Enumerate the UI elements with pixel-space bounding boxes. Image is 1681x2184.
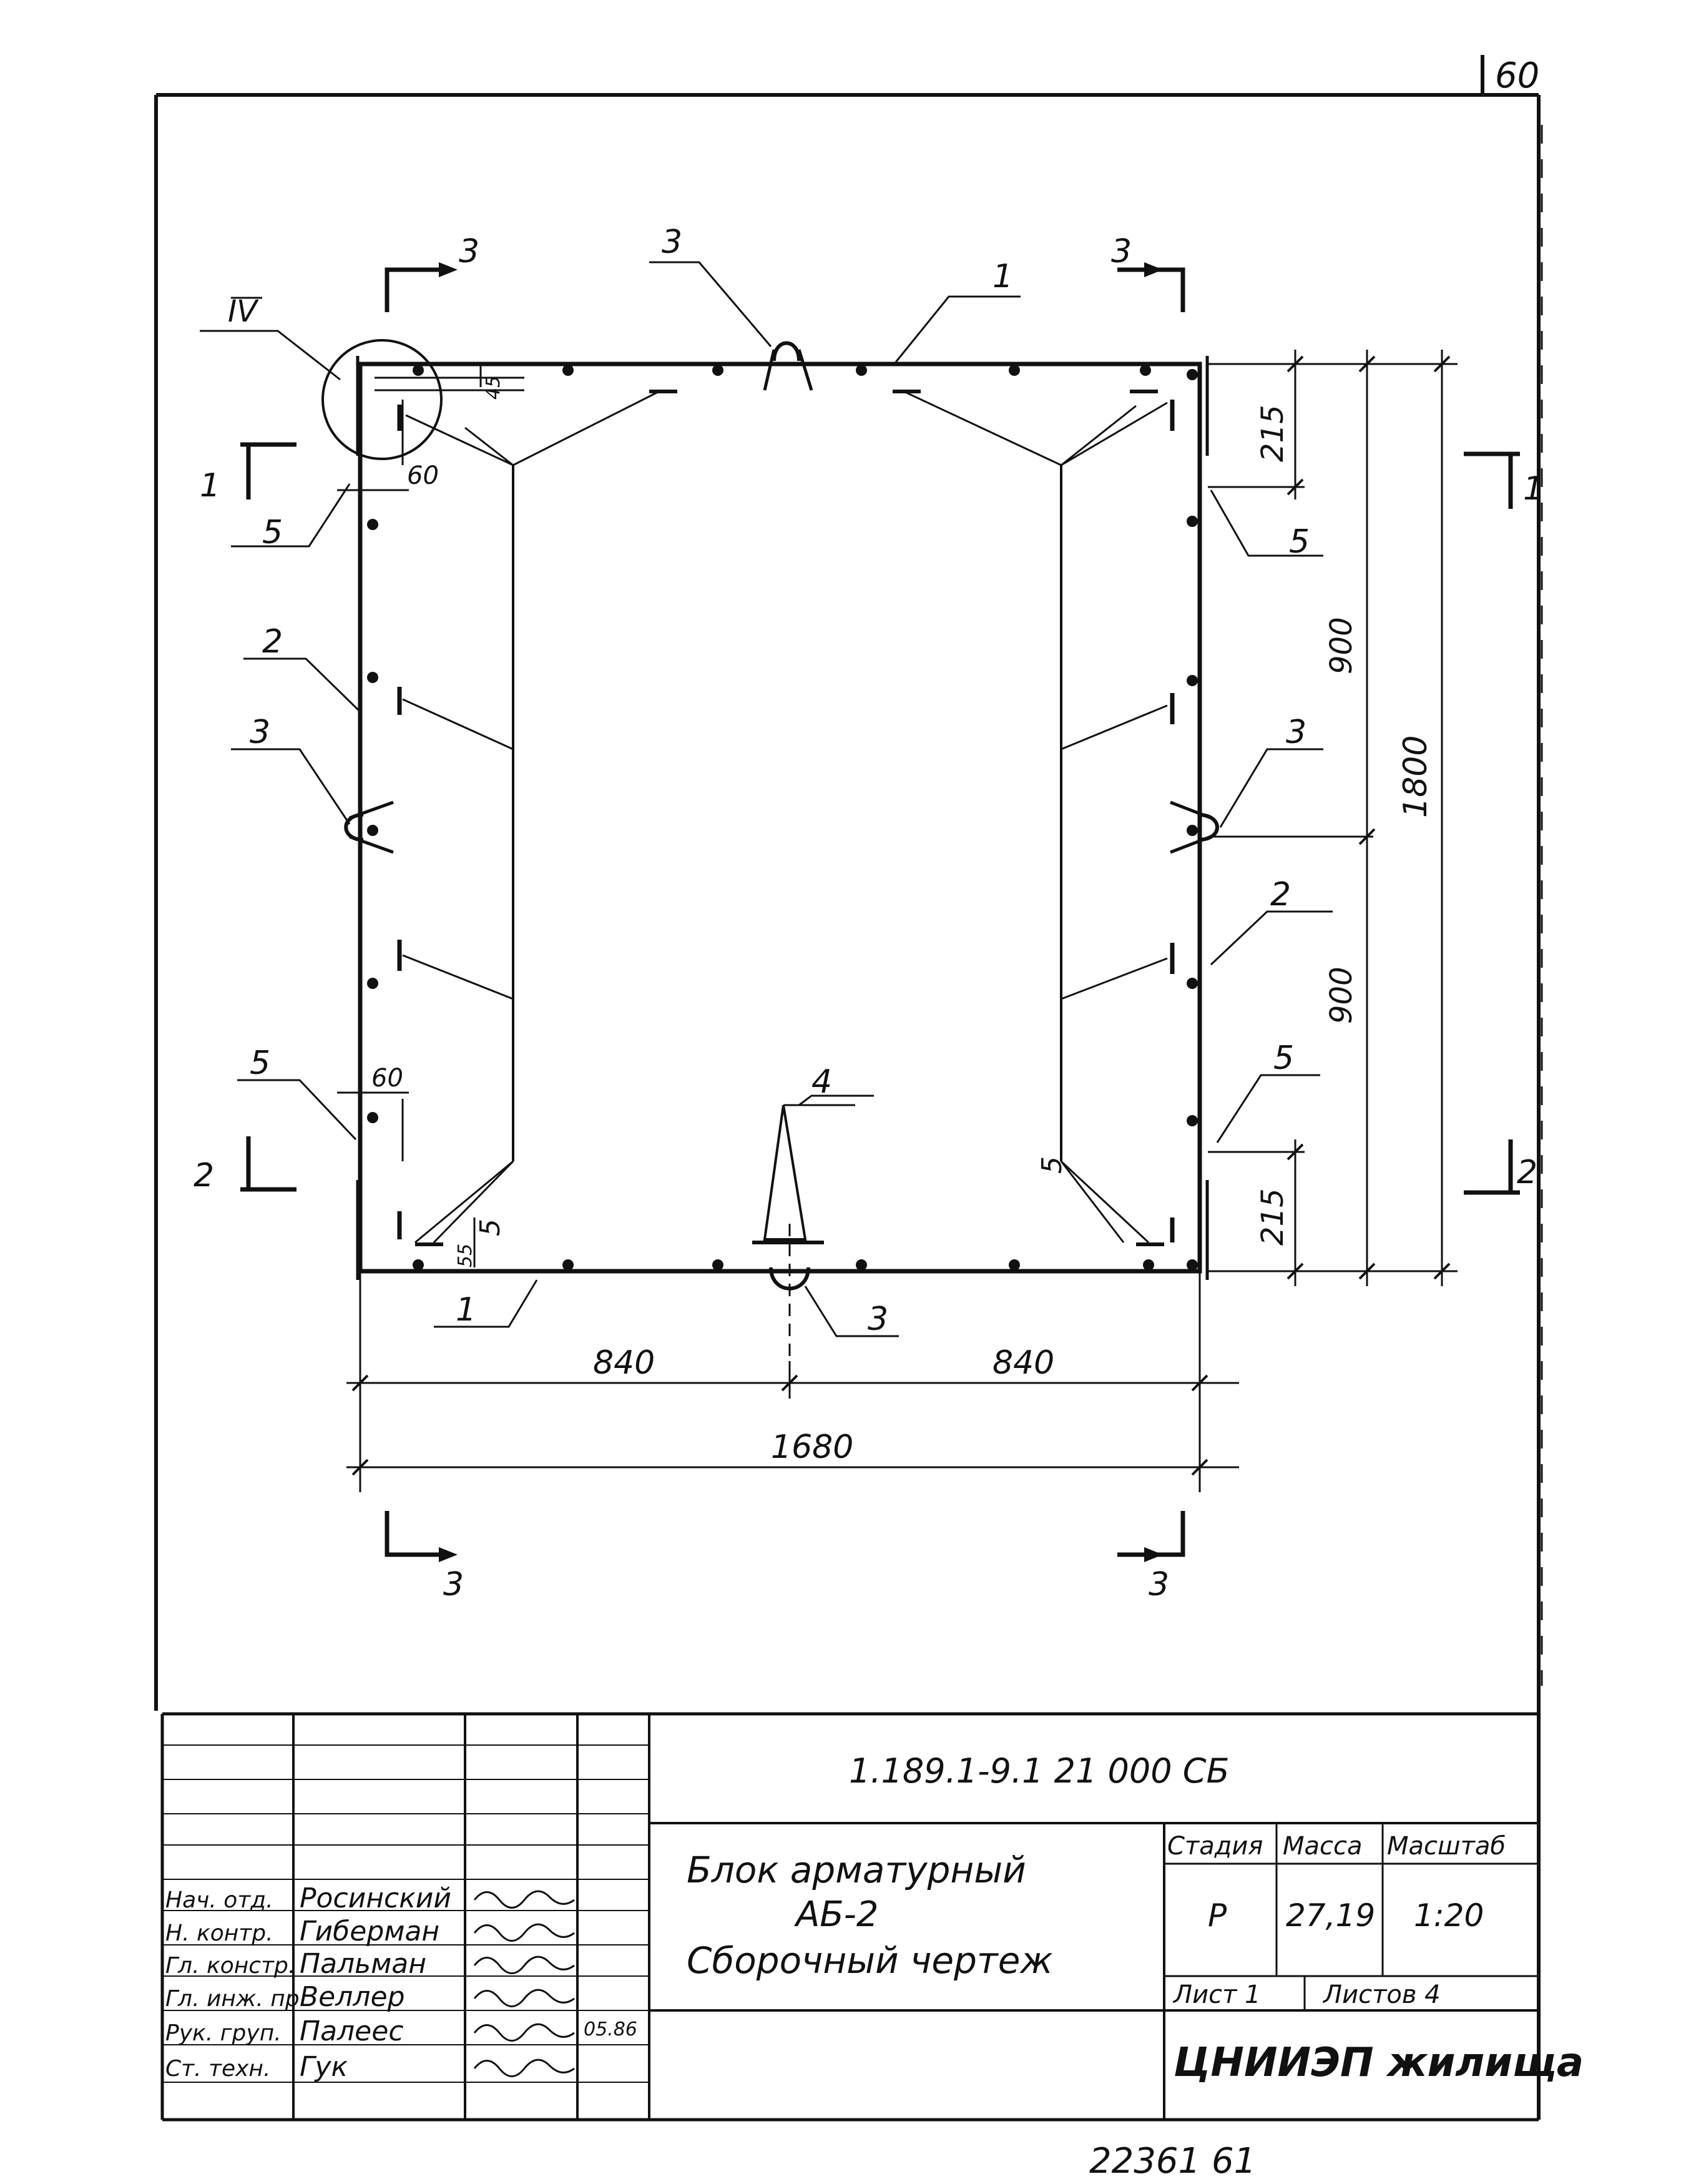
signature-role: Гл. инж. пр. — [165, 1986, 306, 2012]
section-3-top-right: 3 — [1111, 233, 1132, 270]
dimension-lines — [337, 350, 1458, 1492]
dim-55: 55 — [454, 1244, 476, 1267]
section-2-left: 2 — [194, 1157, 214, 1194]
title-line-3: Сборочный чертеж — [687, 1939, 1053, 1982]
mass-value: 27,19 — [1286, 1897, 1375, 1934]
dim-215-bottom: 215 — [1255, 1188, 1290, 1246]
title-block-grid — [160, 1712, 1539, 2122]
dim-60-top: 60 — [407, 461, 439, 490]
position-2-left: 2 — [262, 623, 283, 661]
position-3-right: 3 — [1286, 714, 1306, 751]
mass-header: Масса — [1283, 1832, 1363, 1861]
section-3-top-left: 3 — [459, 233, 479, 270]
signature-role: Гл. констр. — [165, 1953, 295, 1979]
scale-header: Масштаб — [1387, 1832, 1506, 1861]
dim-1800: 1800 — [1397, 735, 1434, 818]
title-line-2: АБ-2 — [794, 1894, 879, 1935]
signature-name: Веллер — [300, 1981, 405, 2013]
signature-name: Гиберман — [300, 1916, 439, 1947]
stage-header: Стадия — [1167, 1832, 1263, 1861]
archive-number: 22361 61 — [1089, 2141, 1256, 2182]
section-1-right: 1 — [1523, 470, 1544, 508]
sheet-frame — [154, 55, 1543, 2120]
dim-215-top: 215 — [1255, 405, 1290, 462]
position-4: 4 — [811, 1063, 832, 1101]
position-5-top-left: 5 — [262, 514, 283, 551]
signature-name: Росинский — [300, 1882, 451, 1914]
position-5-top-right: 5 — [1289, 523, 1310, 561]
sheet-number: 60 — [1495, 56, 1539, 96]
position-3-left: 3 — [250, 714, 270, 751]
section-3-bottom-left: 3 — [443, 1566, 464, 1603]
position-2-right: 2 — [1270, 876, 1291, 913]
detail-callout — [200, 297, 443, 460]
dim-900-bottom: 900 — [1324, 967, 1359, 1024]
dim-1680: 1680 — [771, 1429, 853, 1466]
signature-role: Рук. груп. — [165, 2020, 282, 2046]
dim-840-right: 840 — [992, 1344, 1054, 1382]
section-3-bottom-right: 3 — [1149, 1566, 1169, 1603]
signature-name: Гук — [300, 2051, 348, 2083]
signature-role: Нач. отд. — [165, 1887, 273, 1913]
title-line-1: Блок арматурный — [687, 1849, 1026, 1891]
inner-frame-bracing — [397, 389, 1175, 1246]
signature-role: Ст. техн. — [165, 2056, 270, 2082]
handwritten-signature — [473, 1890, 575, 1909]
handwritten-signature — [473, 1923, 575, 1942]
detail-callout-label: IV — [228, 294, 259, 329]
section-2-right: 2 — [1517, 1154, 1537, 1191]
position-5-bottom-left: 5 — [250, 1045, 270, 1082]
position-3-bottom: 3 — [868, 1301, 888, 1338]
sheet-label: Лист 1 — [1172, 1980, 1261, 2009]
drawing-designation: 1.189.1-9.1 21 000 СБ — [849, 1751, 1230, 1791]
sheets-count-label: Листов 4 — [1322, 1980, 1441, 2009]
dim-900-top: 900 — [1324, 617, 1359, 674]
organization-name: ЦНИИЭП жилища — [1174, 2040, 1584, 2086]
handwritten-signature — [473, 1955, 575, 1974]
handwritten-signature — [473, 2023, 575, 2042]
handwritten-signature — [473, 1989, 575, 2007]
position-5-inner-left: 5 — [474, 1219, 506, 1236]
dim-840-left: 840 — [593, 1344, 655, 1382]
position-leaders — [231, 261, 1333, 1337]
section-1-left: 1 — [200, 467, 220, 504]
position-1-top: 1 — [992, 258, 1013, 295]
mesh-block-outline — [356, 356, 1209, 1280]
signature-name: Пальман — [300, 1948, 426, 1980]
insert-triangle — [763, 1104, 855, 1392]
section-marks — [240, 262, 1520, 1562]
stage-value: Р — [1208, 1897, 1227, 1934]
position-5-inner-right: 5 — [1036, 1156, 1068, 1174]
position-5-bottom-right: 5 — [1273, 1040, 1294, 1077]
approval-date: 05.86 — [584, 2019, 637, 2040]
scale-value: 1:20 — [1414, 1897, 1484, 1934]
position-3-top: 3 — [662, 224, 682, 261]
handwritten-signature — [473, 2059, 575, 2077]
dim-45: 45 — [483, 376, 504, 400]
signature-name: Палеес — [300, 2015, 404, 2047]
lifting-loops — [344, 341, 1219, 1291]
rebar-dots — [367, 365, 1198, 1271]
signature-role: Н. контр. — [165, 1921, 273, 1946]
position-1-bottom: 1 — [456, 1291, 476, 1329]
dim-60-bottom: 60 — [371, 1064, 403, 1093]
